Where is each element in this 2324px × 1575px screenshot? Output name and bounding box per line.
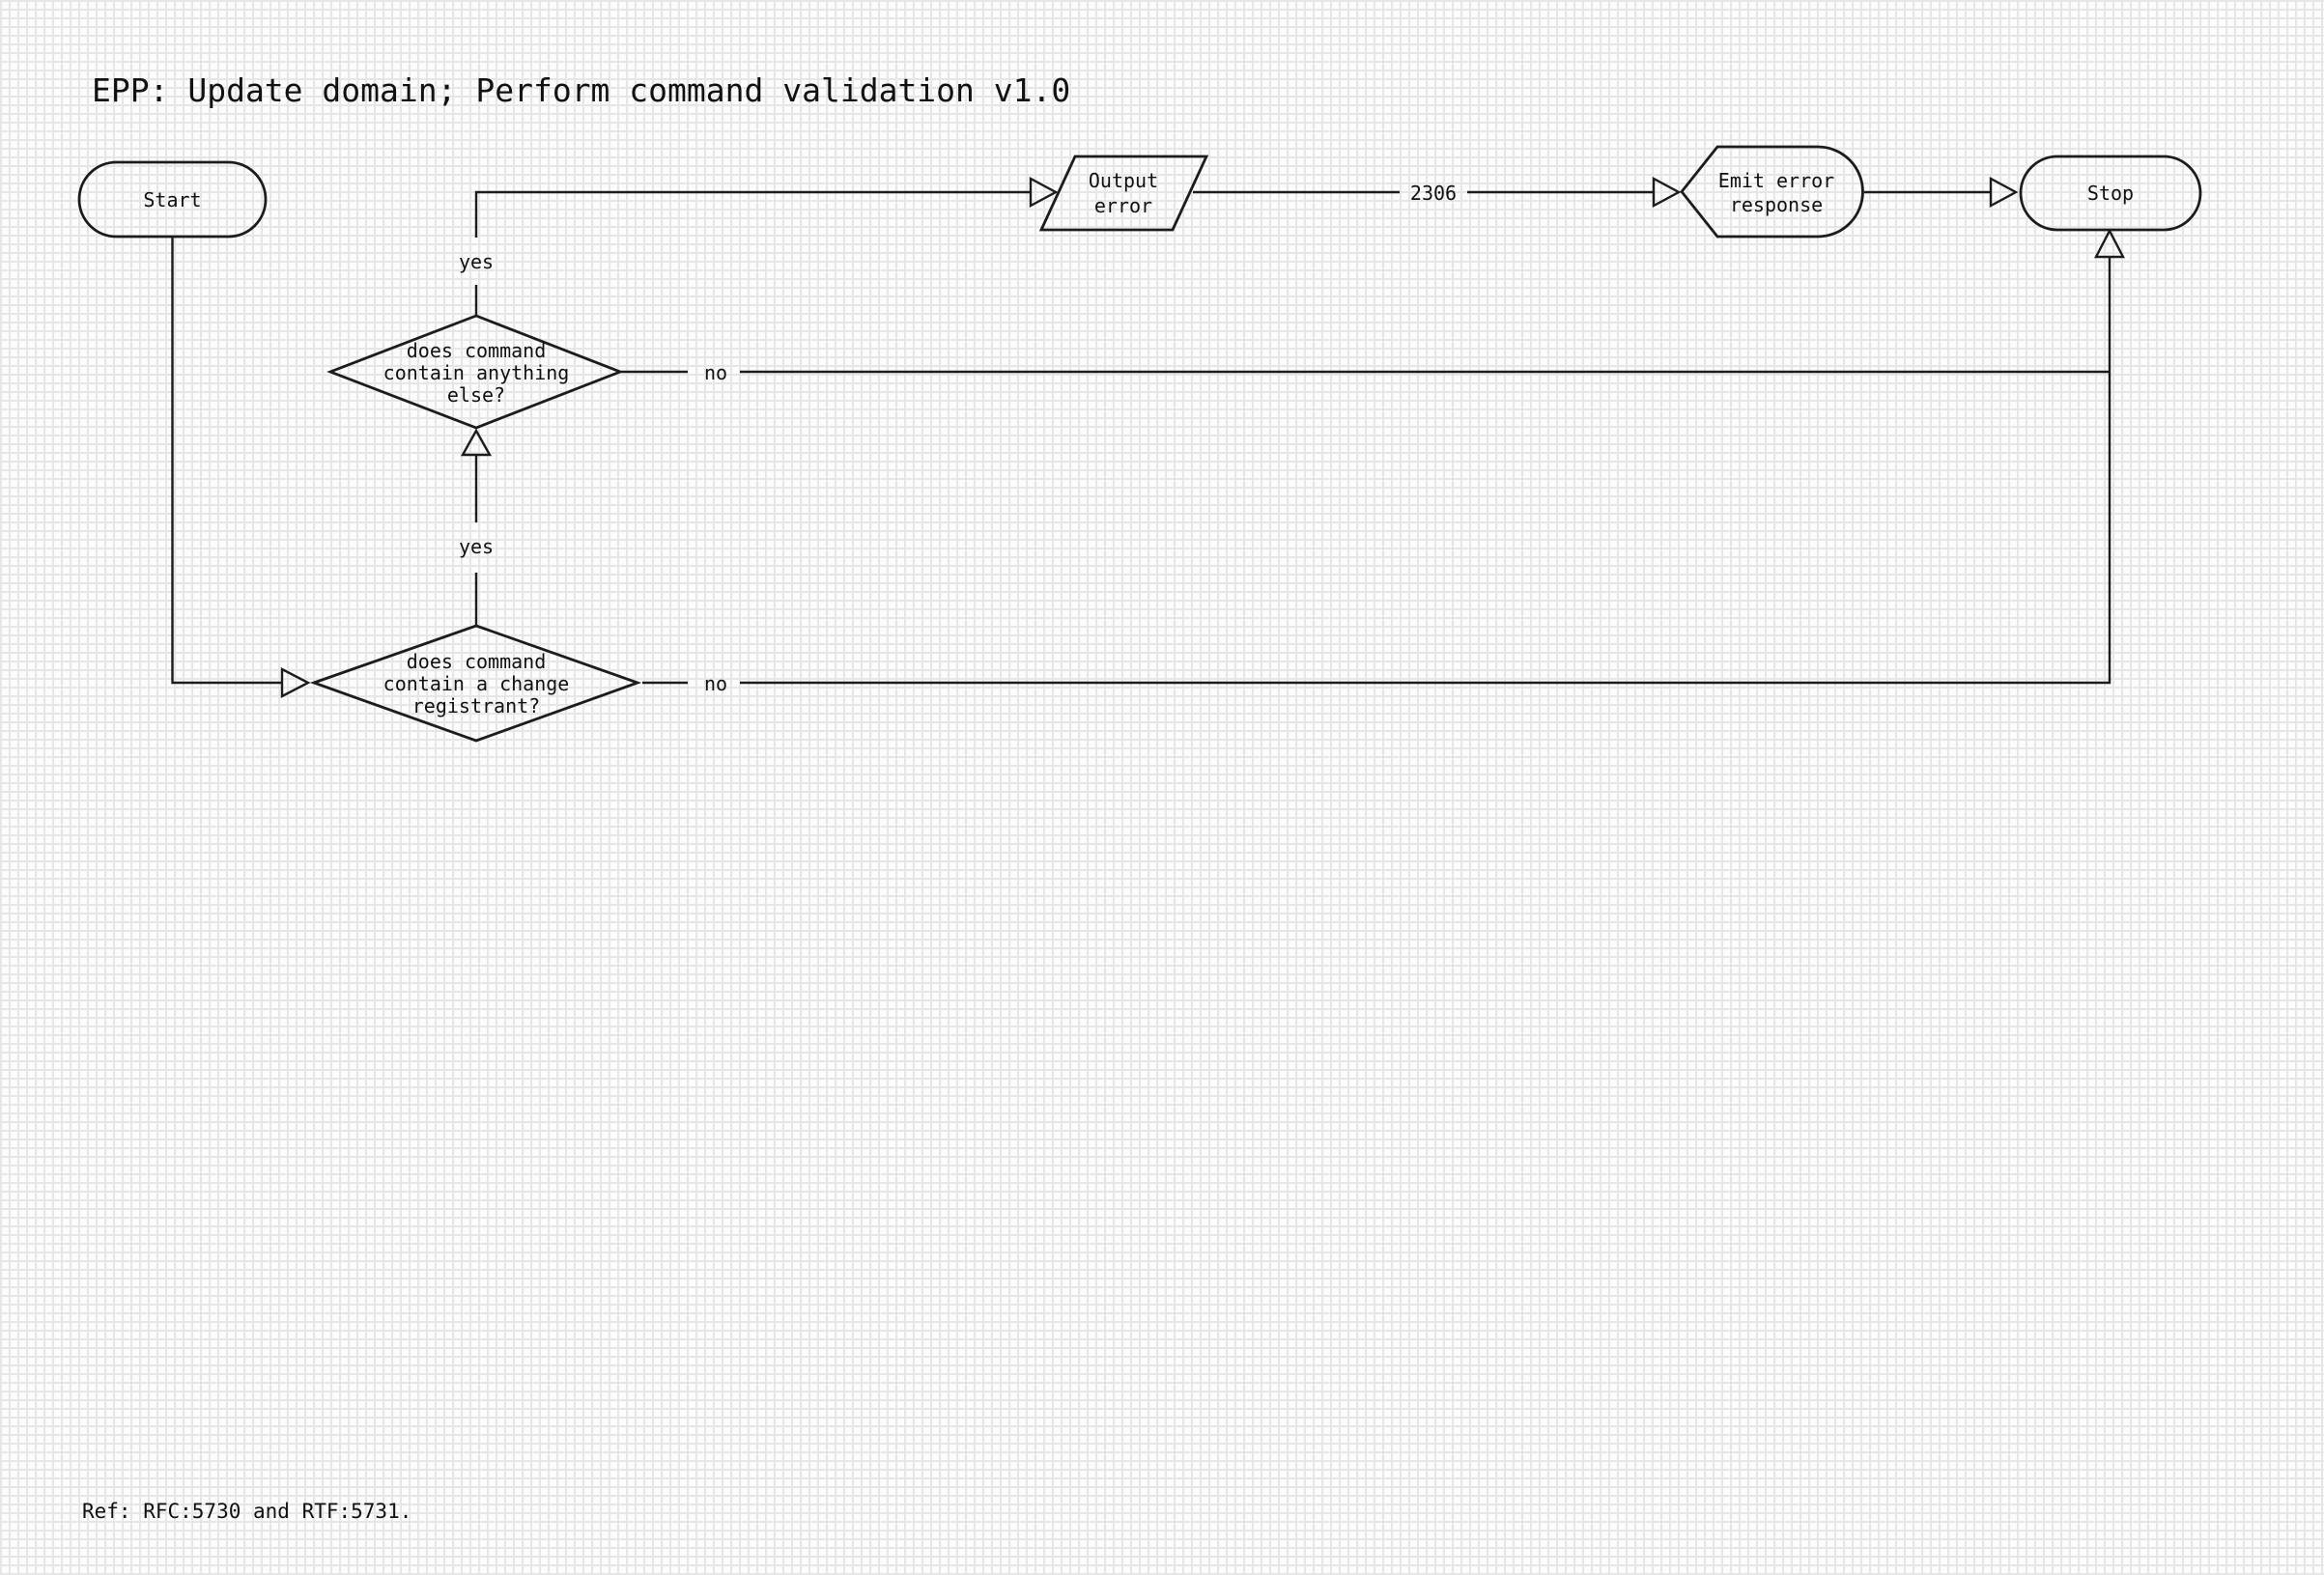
start-node-shape — [77, 160, 268, 239]
arrowhead-into-emit-error-response — [1652, 176, 1682, 209]
output-error-line1: Output — [1089, 169, 1158, 192]
decision-change-registrant-line3: registrant? — [412, 694, 540, 717]
label-anything-else-no: no — [704, 361, 727, 384]
stop-node: Stop — [2019, 155, 2202, 232]
decision-anything-else-line2: contain anything — [383, 361, 570, 384]
decision-change-registrant: does command contain a change registrant… — [309, 624, 642, 743]
emit-error-response-shape — [1680, 145, 1864, 239]
decision-change-registrant-line2: contain a change — [383, 672, 570, 695]
arrowhead-into-output-error — [1029, 176, 1059, 209]
stop-node-label: Stop — [2087, 182, 2134, 205]
edge-start-to-change-registrant — [171, 237, 282, 685]
reference-footnote: Ref: RFC:5730 and RTF:5731. — [82, 1500, 412, 1523]
arrowhead-into-stop-bottom — [2094, 228, 2125, 259]
arrowhead-into-stop-left — [1989, 176, 2019, 209]
label-change-registrant-yes: yes — [459, 535, 494, 558]
output-error-line2: error — [1094, 194, 1152, 217]
edge-anything-else-yes — [474, 190, 1031, 316]
decision-change-registrant-line1: does command — [407, 650, 547, 673]
decision-change-registrant-shape — [309, 624, 642, 743]
label-anything-else-yes: yes — [459, 250, 494, 273]
edge-change-registrant-no — [642, 257, 2111, 685]
decision-anything-else-line3: else? — [447, 383, 505, 407]
output-error-shape — [1038, 155, 1209, 232]
diagram-title: EPP: Update domain; Perform command vali… — [92, 71, 1071, 109]
decision-anything-else-shape — [326, 314, 624, 430]
stop-node-shape — [2019, 155, 2202, 232]
arrowhead-into-change-registrant — [280, 667, 311, 698]
label-change-registrant-no: no — [704, 672, 727, 695]
start-node-label: Start — [143, 188, 201, 211]
emit-error-response-line1: Emit error — [1718, 169, 1834, 192]
decision-anything-else-line1: does command — [407, 339, 547, 362]
emit-error-response-line2: response — [1730, 193, 1823, 216]
output-error-node: Output error — [1038, 155, 1209, 232]
emit-error-response-node: Emit error response — [1680, 145, 1864, 239]
start-node: Start — [77, 160, 268, 239]
decision-anything-else: does command contain anything else? — [326, 314, 624, 430]
label-error-code: 2306 — [1410, 182, 1457, 205]
arrowhead-into-anything-else — [460, 428, 493, 457]
